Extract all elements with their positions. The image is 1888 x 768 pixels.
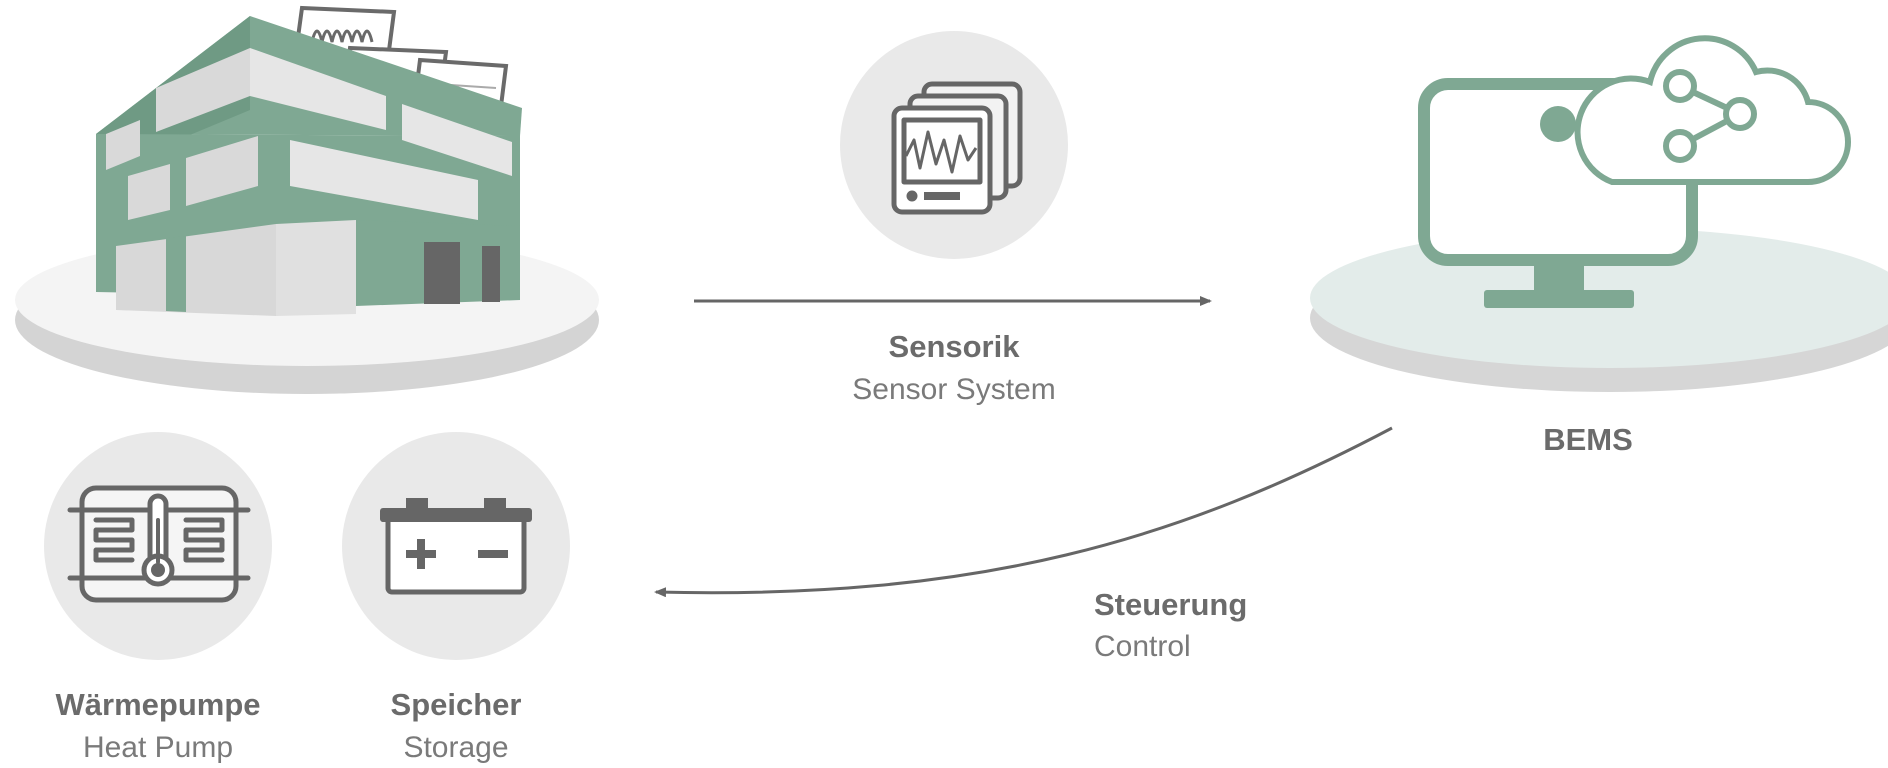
storage-title: Speicher [390, 687, 522, 722]
control-arrow [654, 426, 1393, 598]
heat-pump-subtitle: Heat Pump [82, 731, 234, 764]
sensor-title: Sensorik [888, 329, 1020, 364]
control-title: Steuerung [1094, 587, 1248, 622]
building-with-solar-panels-icon [96, 5, 522, 316]
heat-pump-icon [67, 485, 251, 603]
battery-icon [380, 498, 532, 595]
sensor-subtitle: Sensor System [852, 373, 1056, 406]
control-subtitle: Control [1094, 630, 1191, 663]
heat-pump-title: Wärmepumpe [55, 687, 261, 722]
bems-title: BEMS [1543, 422, 1633, 457]
monitoring-device-icon [891, 81, 1023, 215]
computer-cloud-icon [1418, 35, 1851, 308]
storage-subtitle: Storage [403, 731, 509, 764]
